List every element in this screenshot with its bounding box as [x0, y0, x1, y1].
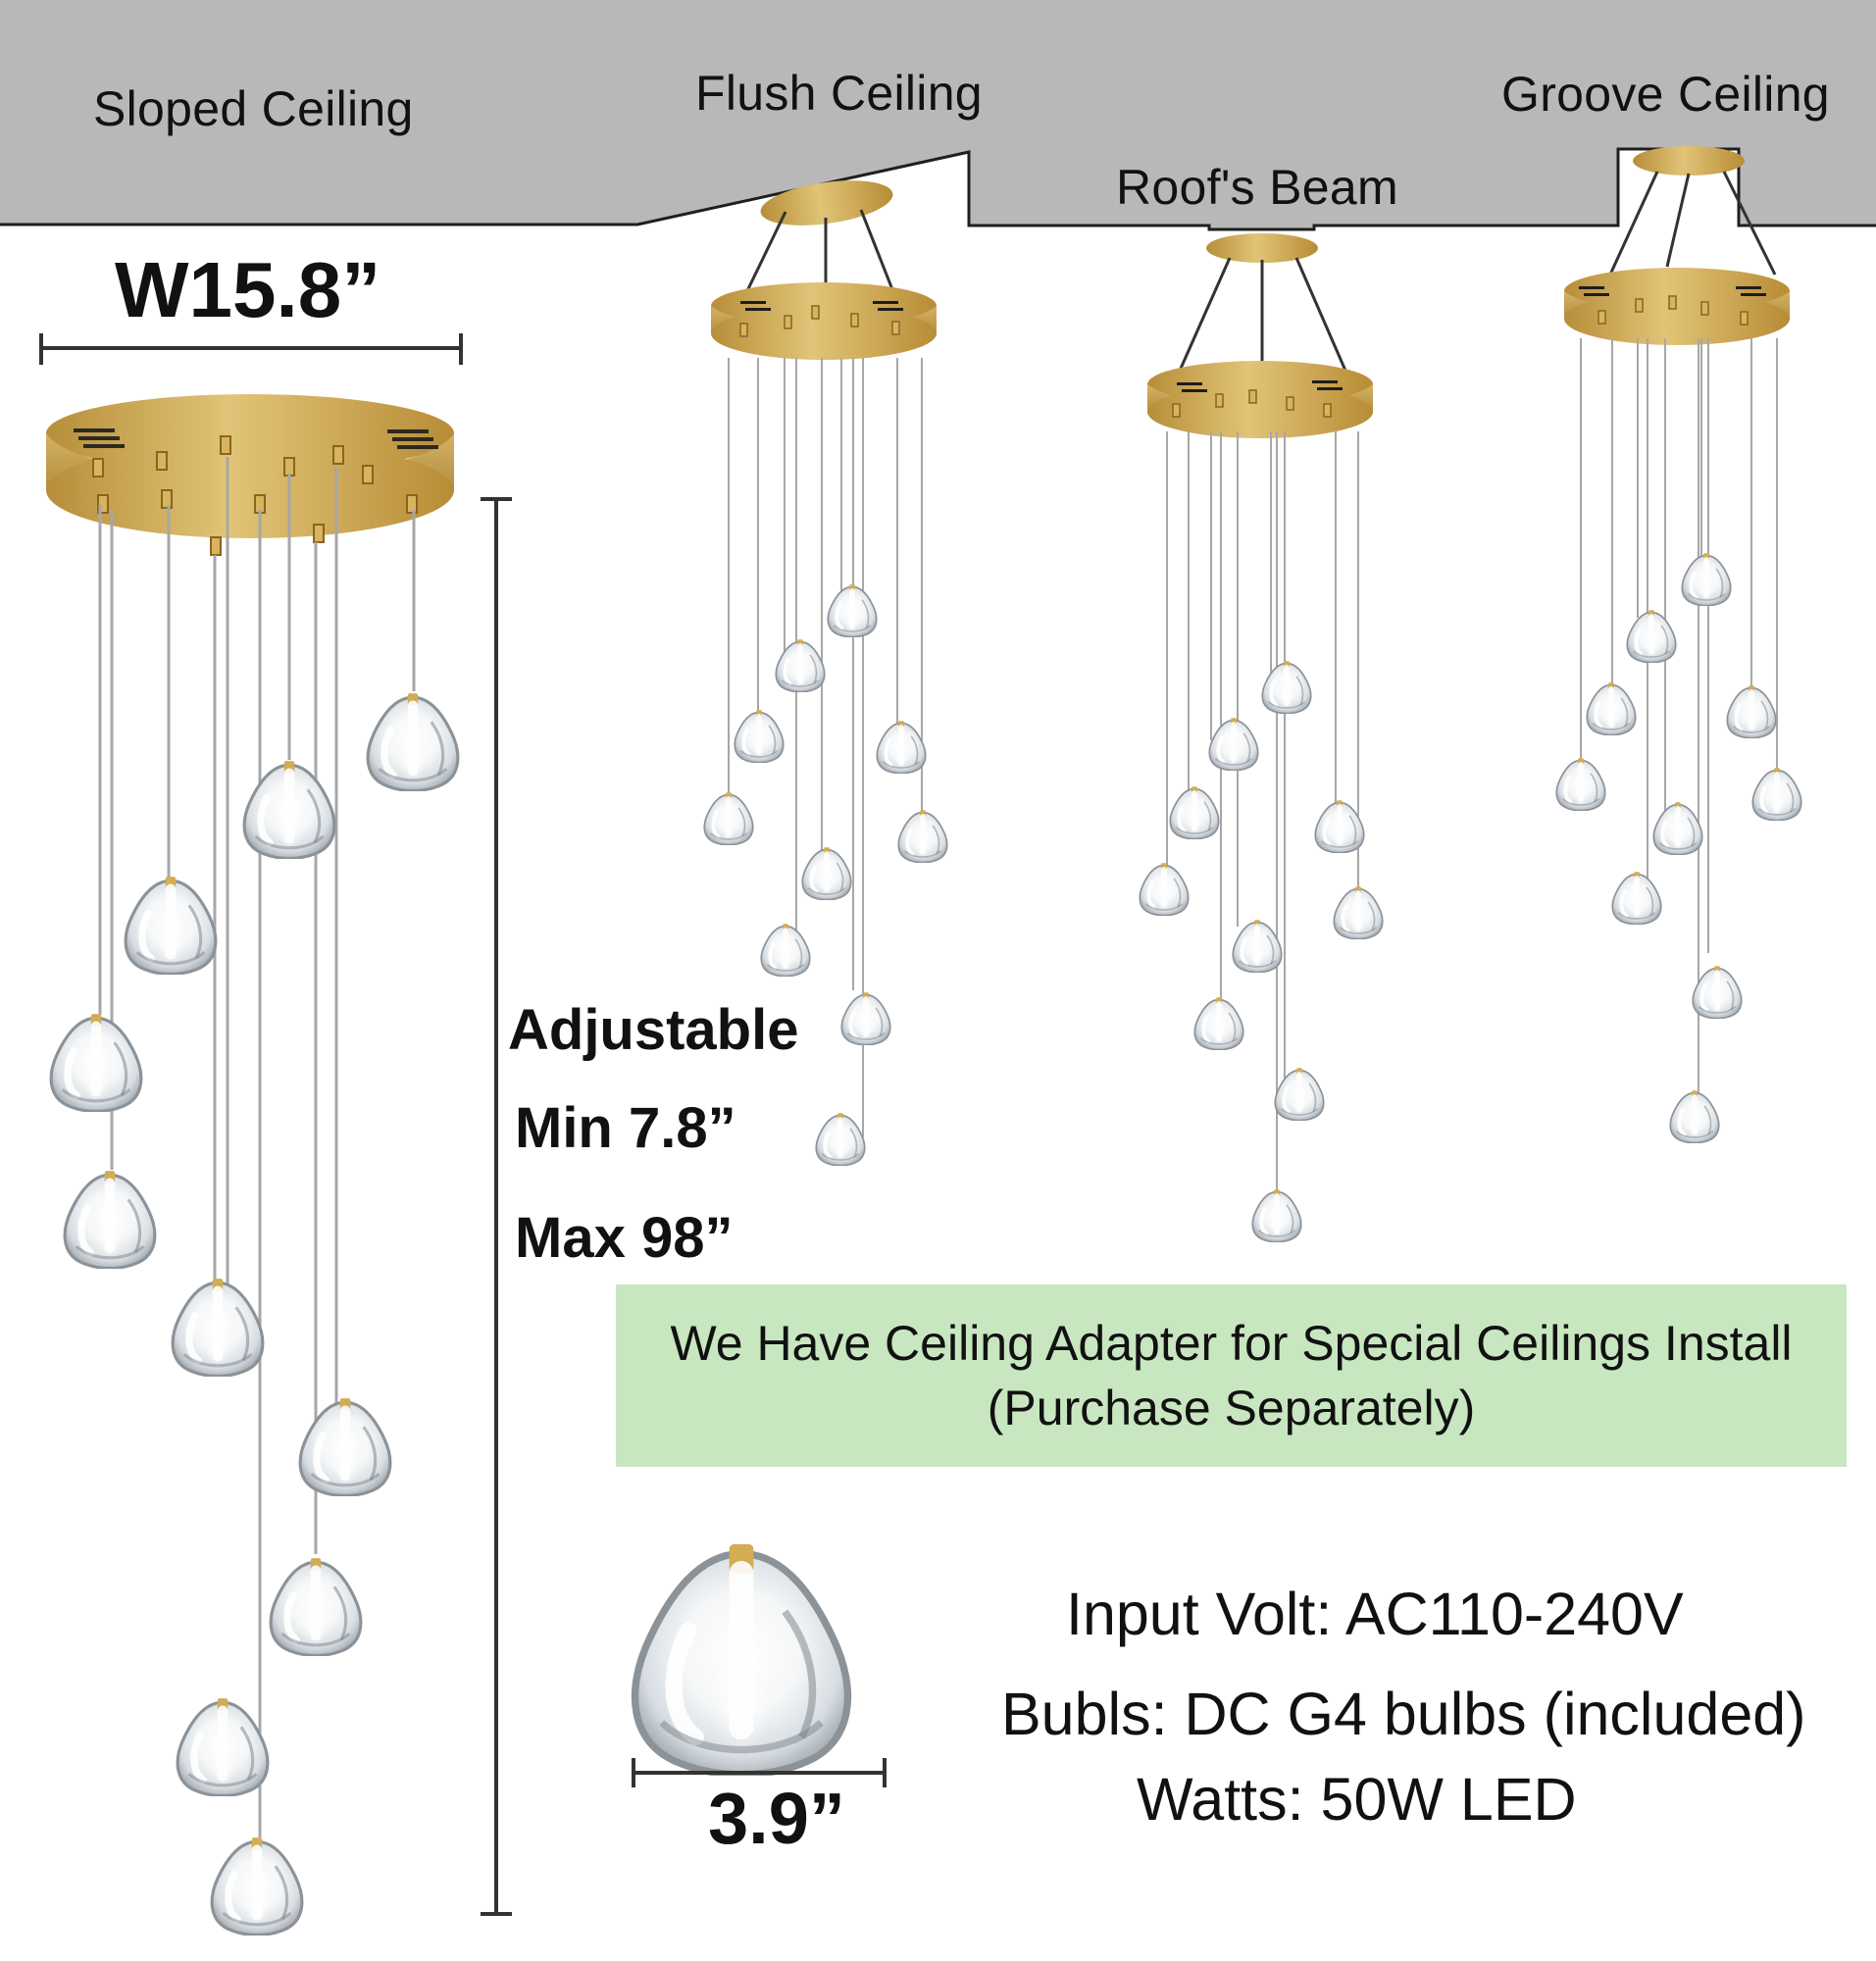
large-chandelier — [46, 394, 458, 1935]
ceiling-adapter-banner-line-1: We Have Ceiling Adapter for Special Ceil… — [670, 1315, 1793, 1371]
roofs-beam-chandelier — [1140, 233, 1382, 1242]
crystal-bulb-icon — [1233, 920, 1281, 972]
crystal-bulb-icon — [65, 1171, 155, 1268]
crystal-bulb-icon — [828, 584, 876, 636]
crystal-bulb-icon — [841, 992, 889, 1044]
flush-ceiling-chandelier — [704, 180, 946, 1166]
crystal-bulb-icon — [635, 1544, 848, 1775]
crystal-bulb-icon — [898, 810, 946, 862]
roofs-beam-label: Roof's Beam — [1116, 160, 1398, 215]
bulb-width-label: 3.9” — [708, 1778, 845, 1859]
crystal-bulb-icon — [126, 877, 216, 974]
crystal-bulb-icon — [816, 1113, 864, 1165]
crystal-bulb-icon — [300, 1398, 390, 1495]
crystal-bulb-icon — [1653, 802, 1701, 854]
crystal-bulb-icon — [704, 792, 752, 844]
ceiling-adapter-banner-line-2: (Purchase Separately) — [987, 1381, 1476, 1435]
ceiling-band — [0, 0, 1876, 229]
crystal-bulb-icon — [1209, 718, 1257, 770]
sloped-ceiling-label: Sloped Ceiling — [93, 81, 414, 136]
input-volt-spec: Input Volt: AC110-240V — [1066, 1581, 1684, 1647]
crystal-bulb-icon — [1556, 758, 1604, 810]
crystal-bulb-icon — [1315, 800, 1363, 852]
adjustable-label: Adjustable — [508, 998, 799, 1062]
flush-ceiling-label: Flush Ceiling — [695, 66, 983, 121]
ceiling-outline — [0, 147, 1876, 231]
bulbs-spec: Bubls: DC G4 bulbs (included) — [1001, 1681, 1806, 1747]
crystal-bulb-icon — [177, 1698, 268, 1795]
crystal-bulb-icon — [1612, 872, 1660, 924]
crystal-bulb-icon — [1252, 1189, 1300, 1241]
crystal-bulb-icon — [1727, 685, 1775, 737]
crystal-bulb-icon — [1682, 553, 1730, 605]
crystal-bulb-icon — [212, 1837, 302, 1935]
crystal-bulb-icon — [173, 1279, 263, 1376]
crystal-bulb-icon — [1752, 768, 1800, 820]
chandelier-width-label: W15.8” — [115, 246, 381, 333]
crystal-bulb-icon — [1140, 863, 1188, 915]
crystal-bulb-icon — [735, 710, 783, 762]
crystal-bulb-icon — [244, 761, 334, 858]
crystal-bulb-icon — [1670, 1090, 1718, 1142]
crystal-bulb-icon — [51, 1014, 141, 1111]
crystal-bulb-icon — [761, 924, 809, 976]
crystal-bulb-icon — [1334, 886, 1382, 938]
ceiling-adapter-banner: We Have Ceiling Adapter for Special Ceil… — [616, 1284, 1847, 1467]
adjustable-max-label: Max 98” — [515, 1206, 734, 1270]
crystal-bulb-icon — [271, 1558, 361, 1655]
crystal-bulb-icon — [1693, 966, 1741, 1018]
crystal-bulb-icon — [802, 847, 850, 899]
crystal-bulb-icon — [368, 693, 458, 790]
crystal-bulb-icon — [776, 639, 824, 691]
watts-spec: Watts: 50W LED — [1137, 1766, 1577, 1833]
crystal-bulb-icon — [1275, 1068, 1323, 1120]
crystal-bulb-icon — [1587, 682, 1635, 734]
crystal-bulb-icon — [1170, 786, 1218, 838]
crystal-bulb-icon — [1262, 661, 1310, 713]
adjustable-min-label: Min 7.8” — [515, 1096, 736, 1160]
groove-ceiling-chandelier — [1556, 146, 1800, 1143]
single-bulb-detail — [634, 1544, 887, 1787]
crystal-bulb-icon — [1194, 997, 1242, 1049]
crystal-bulb-icon — [1627, 610, 1675, 662]
groove-ceiling-label: Groove Ceiling — [1501, 67, 1830, 122]
crystal-bulb-icon — [877, 721, 925, 773]
